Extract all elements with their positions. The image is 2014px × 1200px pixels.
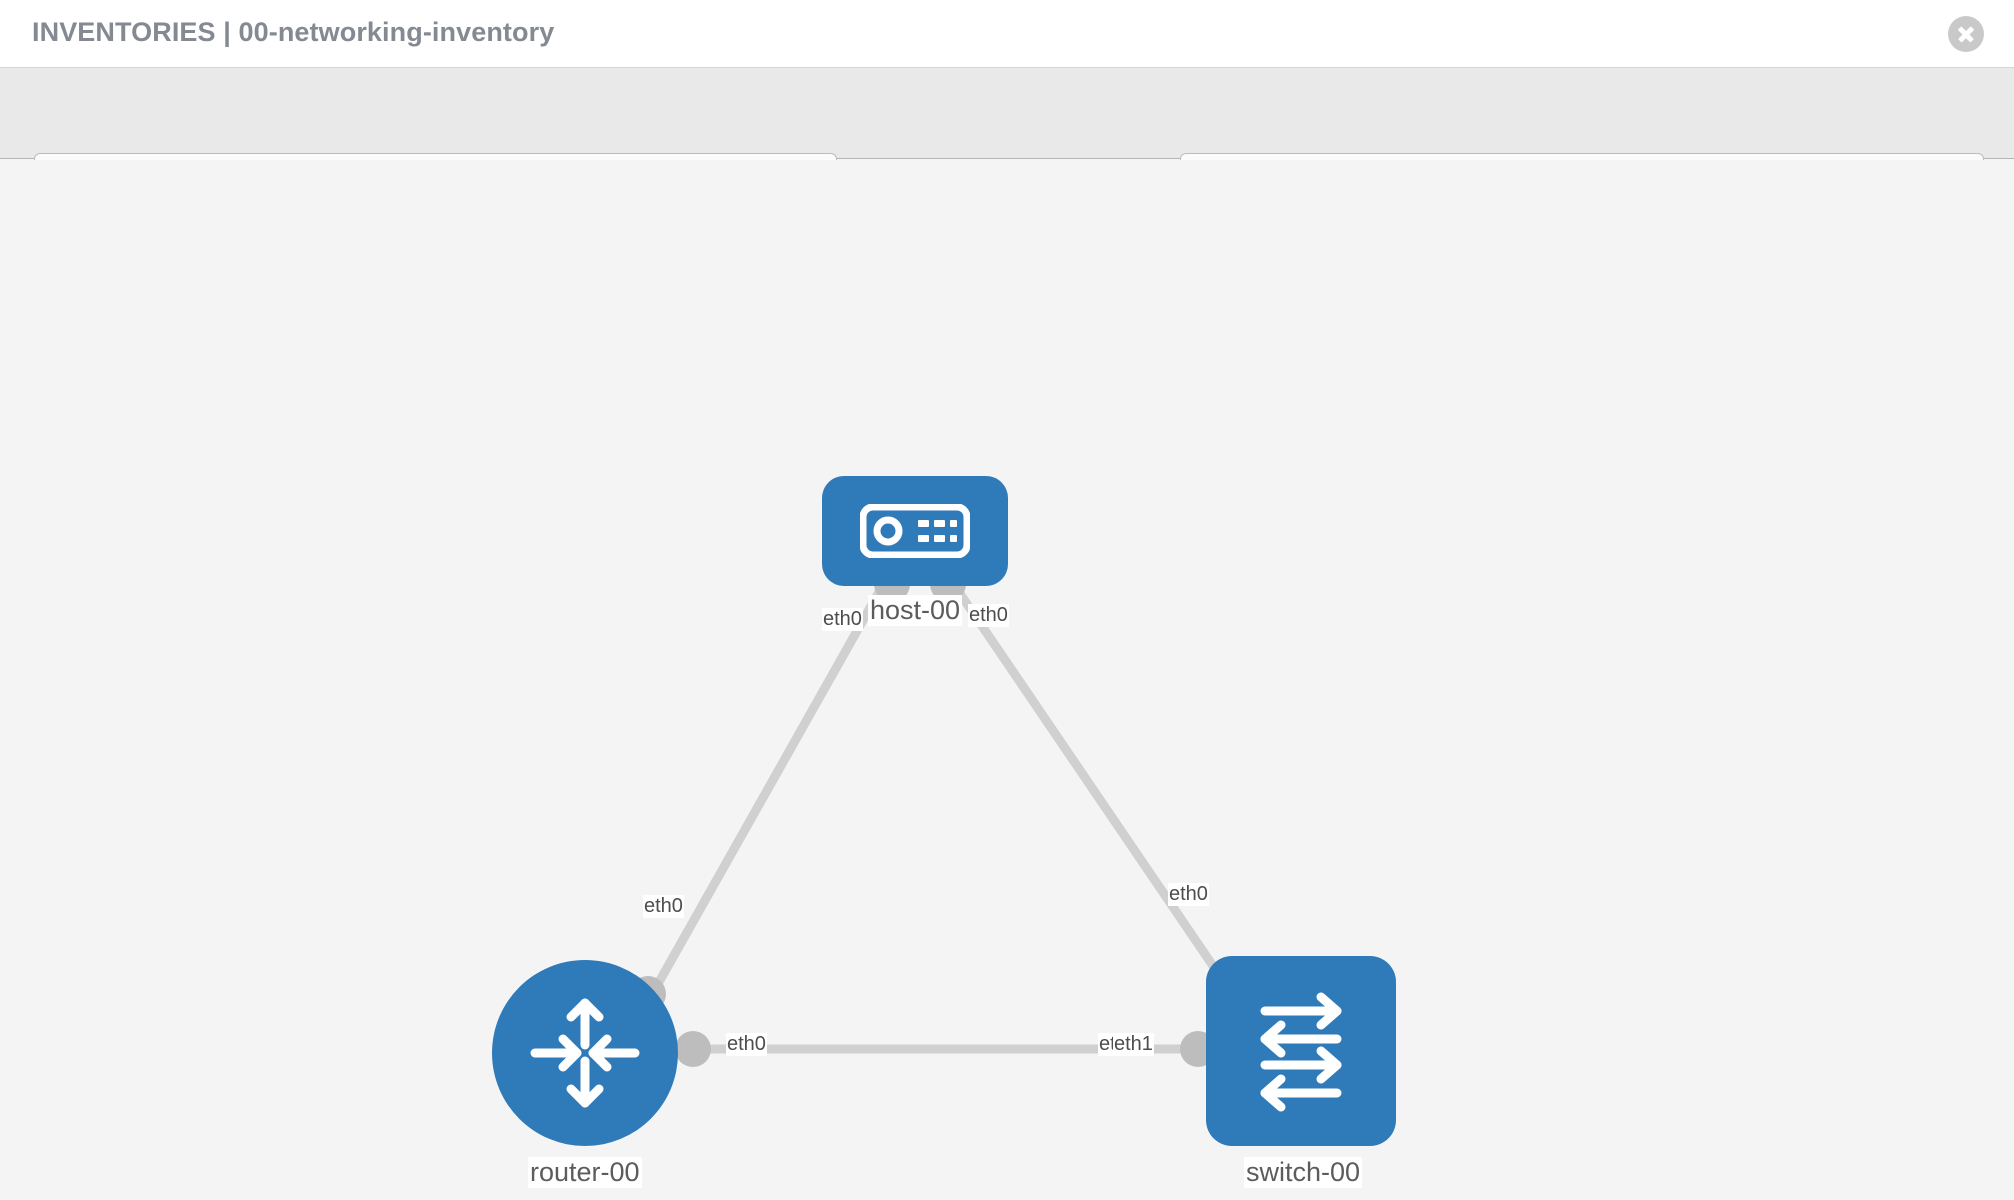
port-label-router-right: eth0 bbox=[726, 1033, 767, 1056]
port-label-host-left: eth0 bbox=[822, 608, 863, 631]
port-label-switch-left-b: eth1 bbox=[1113, 1033, 1154, 1056]
port-label-host-right: eth0 bbox=[968, 604, 1009, 627]
topology-links-layer bbox=[630, 566, 1250, 1067]
port-label-switch-up: eth0 bbox=[1168, 883, 1209, 906]
router-four-arrows-icon[interactable] bbox=[492, 960, 678, 1146]
port-label-router-up: eth0 bbox=[643, 895, 684, 918]
toolbar: ACTIONS SEARCH bbox=[0, 68, 2014, 210]
topology-canvas[interactable]: host-00 eth0 eth0 bbox=[0, 160, 2014, 1200]
node-label-router-00: router-00 bbox=[528, 1157, 642, 1188]
server-appliance-icon[interactable] bbox=[822, 476, 1008, 586]
node-label-switch-00: switch-00 bbox=[1244, 1157, 1363, 1188]
switch-arrows-icon[interactable] bbox=[1206, 956, 1396, 1146]
close-icon[interactable] bbox=[1948, 16, 1984, 52]
link-host-switch[interactable] bbox=[944, 573, 1232, 991]
page-header: INVENTORIES | 00-networking-inventory bbox=[0, 0, 2014, 68]
node-label-host-00: host-00 bbox=[868, 595, 963, 626]
page-title: INVENTORIES | 00-networking-inventory bbox=[32, 17, 555, 47]
port-handle-router-right[interactable] bbox=[675, 1031, 711, 1067]
link-host-router[interactable] bbox=[646, 573, 892, 1001]
